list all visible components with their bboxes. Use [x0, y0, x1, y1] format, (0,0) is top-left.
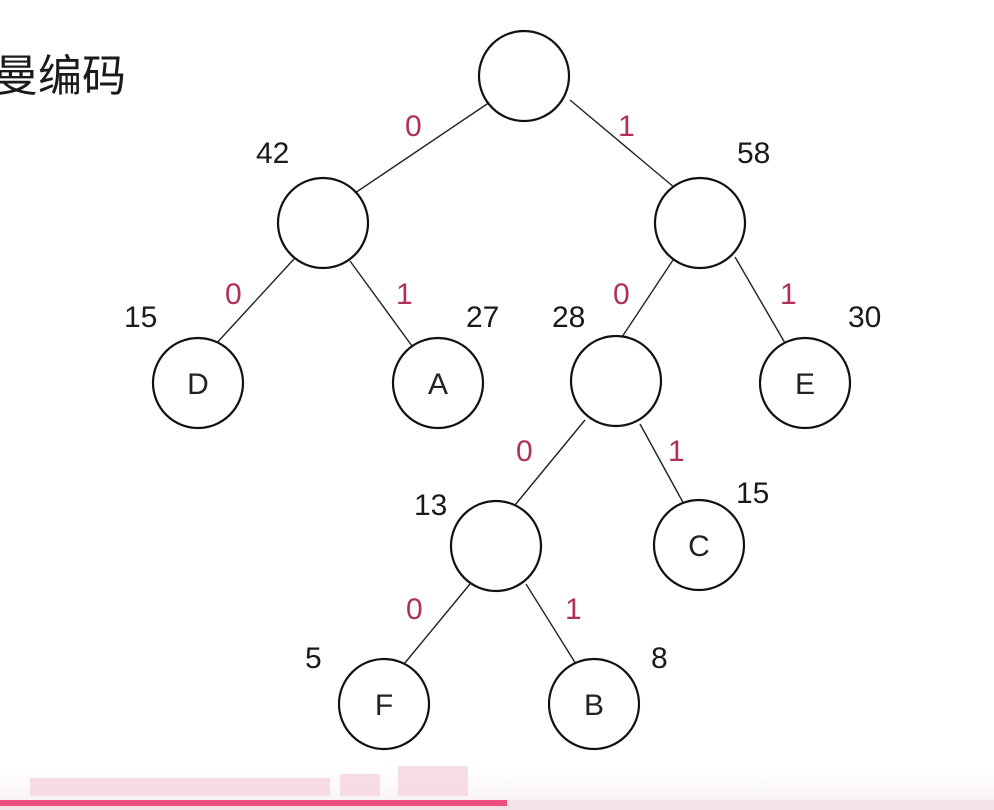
weight-n58: 58: [737, 137, 770, 170]
node-label: E: [795, 368, 815, 401]
huffman-tree: 0 1 0 1 0 1 0 1 0 1 D A E C F B: [124, 29, 881, 751]
edge-n13-F: [403, 583, 471, 665]
edge-n58-E: [734, 256, 786, 344]
video-progress-bar[interactable]: [0, 800, 994, 810]
edge-root-n42: [354, 101, 491, 194]
edge-n28-C: [639, 423, 686, 507]
node-label: F: [375, 689, 393, 722]
node-n13: [449, 499, 543, 593]
weight-E: 30: [848, 301, 881, 334]
weight-C: 15: [736, 477, 769, 510]
bit-n28-n13: 0: [516, 435, 533, 468]
node-F: F: [337, 657, 431, 751]
node-B: B: [547, 657, 641, 751]
edge-root-n58: [569, 99, 676, 189]
edge-n28-n13: [514, 419, 586, 506]
edge-n58-n28: [619, 256, 676, 341]
bit-n58-E: 1: [780, 278, 797, 311]
node-label: C: [688, 530, 710, 563]
node-A: A: [391, 336, 485, 430]
node-E: E: [758, 336, 852, 430]
weight-n42: 42: [256, 137, 289, 170]
bit-n58-n28: 0: [613, 278, 630, 311]
bit-n13-B: 1: [565, 593, 582, 626]
video-progress-fill: [0, 800, 507, 806]
bit-n42-A: 1: [396, 278, 413, 311]
node-label: D: [187, 368, 209, 401]
edge-n42-D: [213, 258, 295, 347]
bit-n42-D: 0: [225, 278, 242, 311]
node-root: [477, 29, 571, 123]
node-C: C: [652, 498, 746, 592]
node-D: D: [151, 336, 245, 430]
weight-A: 27: [466, 301, 499, 334]
weight-B: 8: [651, 642, 668, 675]
bit-root-n58: 1: [618, 110, 635, 143]
edge-n13-B: [525, 583, 577, 665]
edge-n42-A: [349, 260, 413, 347]
weight-F: 5: [305, 642, 322, 675]
bit-root-n42: 0: [405, 110, 422, 143]
bit-n13-F: 0: [406, 593, 423, 626]
bit-n28-C: 1: [668, 435, 685, 468]
weight-n28: 28: [552, 301, 585, 334]
node-n42: [276, 176, 370, 270]
weight-D: 15: [124, 301, 157, 334]
node-label: A: [428, 368, 448, 401]
node-n28: [569, 334, 663, 428]
node-label: B: [584, 689, 604, 722]
overlay-blur: [340, 774, 380, 796]
weight-n13: 13: [414, 489, 447, 522]
node-n58: [653, 176, 747, 270]
page-title: 曼编码: [0, 51, 126, 102]
overlay-blur: [398, 766, 468, 796]
overlay-blur: [30, 778, 330, 796]
